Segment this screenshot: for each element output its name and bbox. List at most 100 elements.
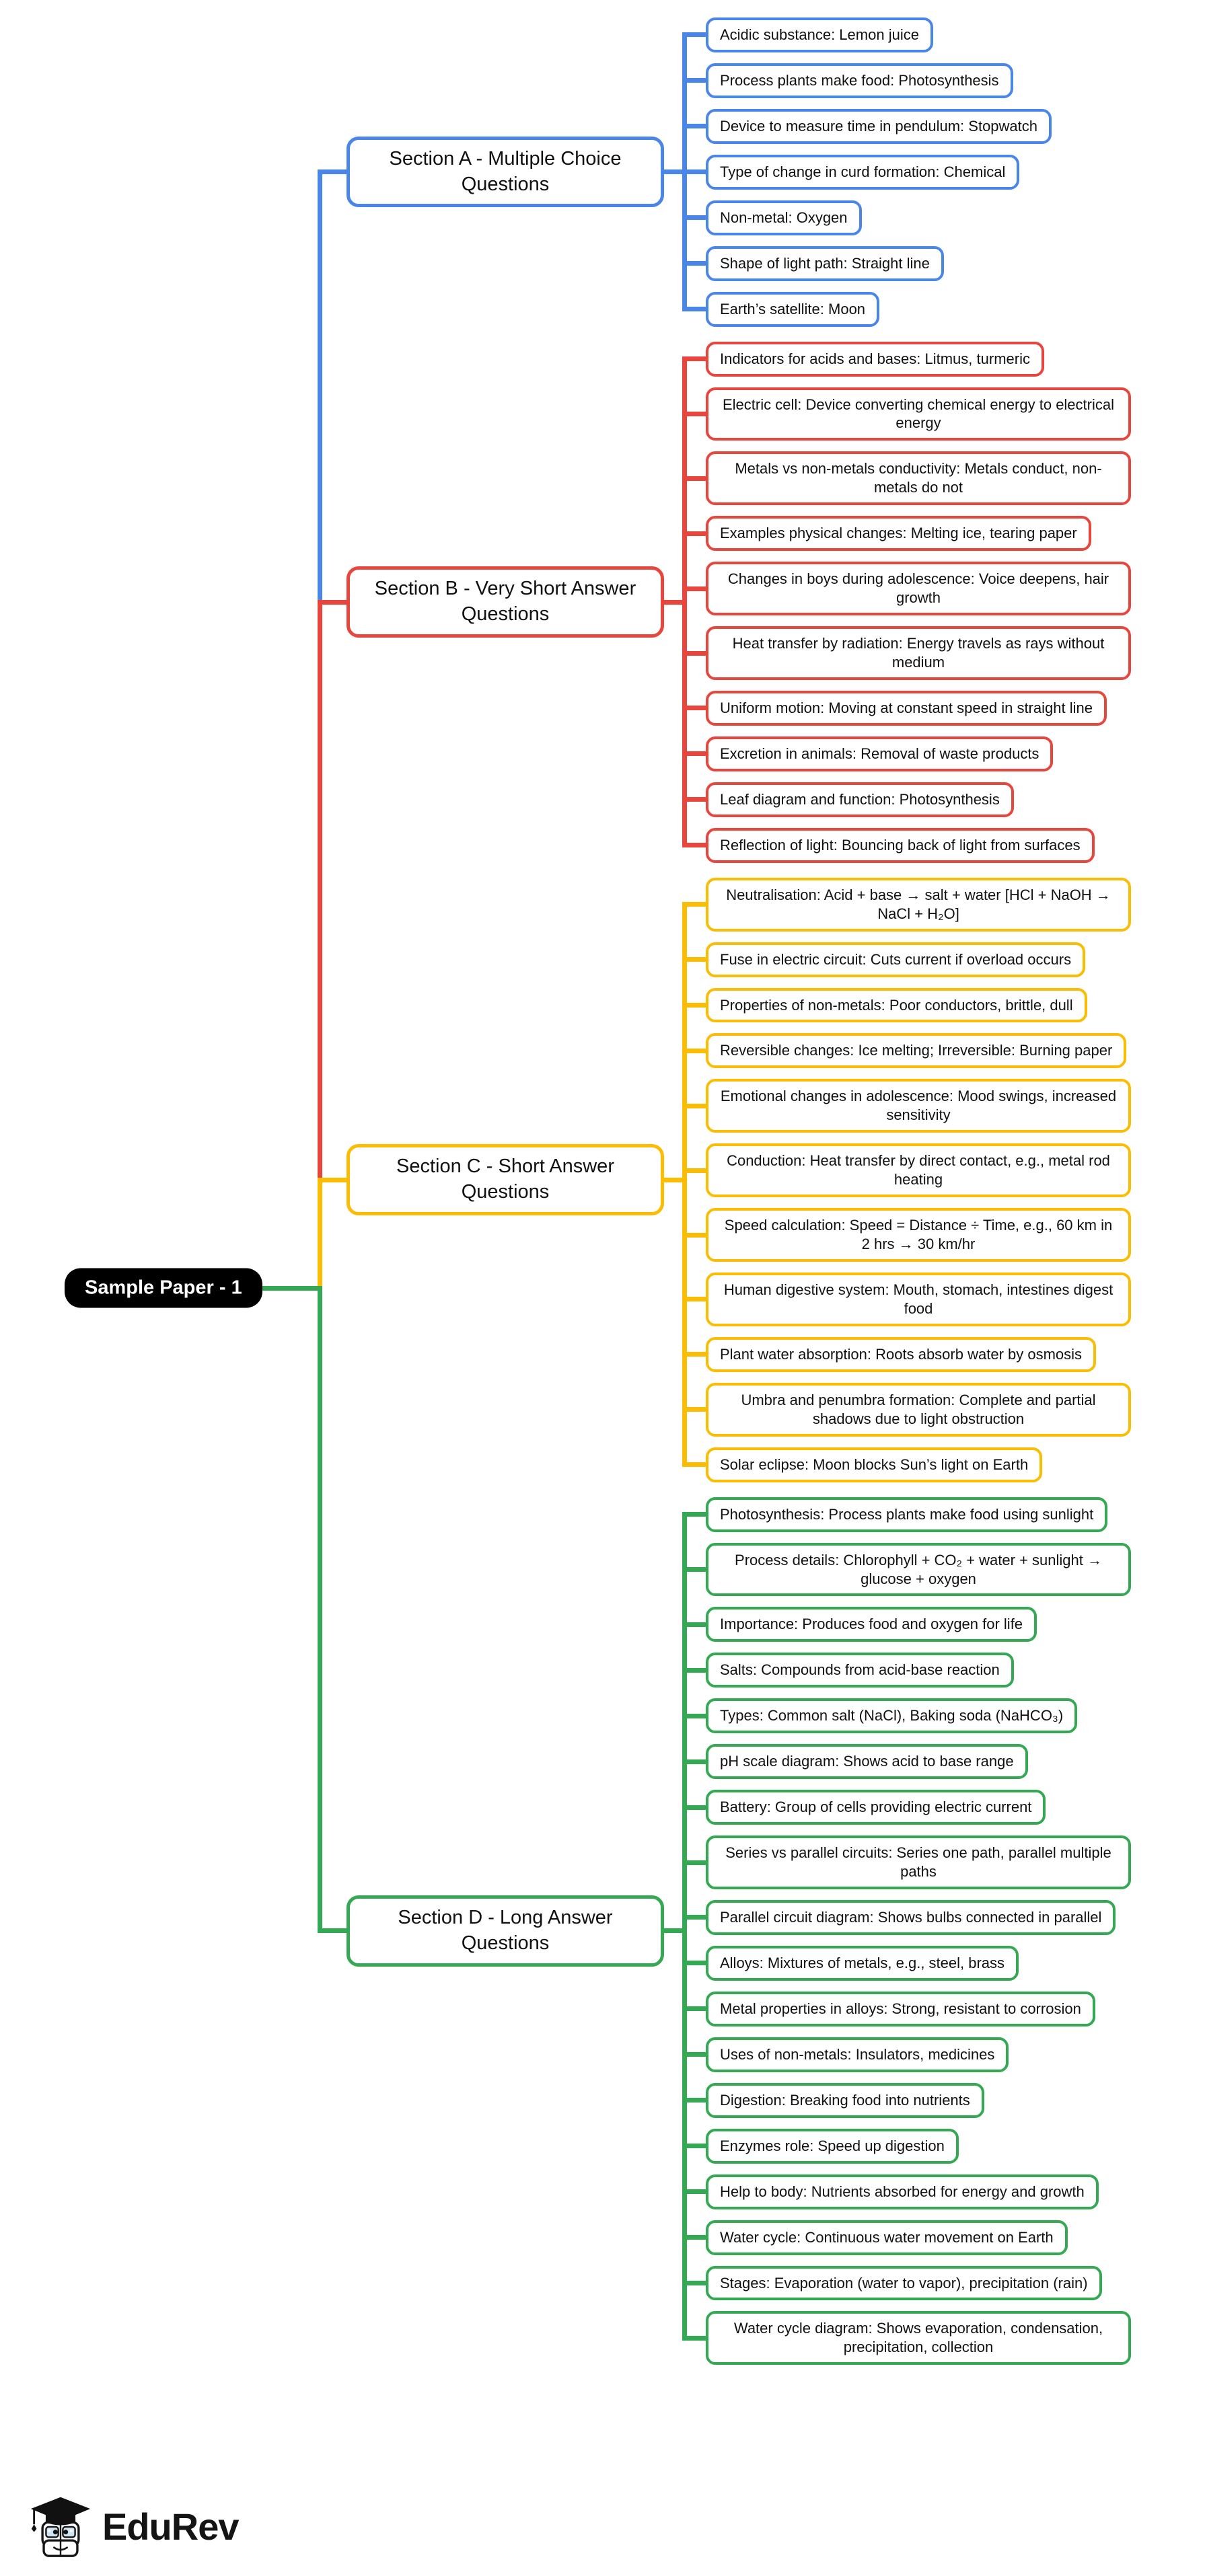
connector-line [684, 215, 706, 221]
leaf-node: Properties of non-metals: Poor conductor… [706, 987, 1087, 1023]
connector-line [684, 531, 706, 536]
leaf-node: Neutralisation: Acid + base → salt + wat… [706, 877, 1131, 932]
connector-line [684, 32, 706, 38]
leaf-node: Fuse in electric circuit: Cuts current i… [706, 942, 1086, 977]
connector-line [684, 1048, 706, 1053]
connector-line [682, 902, 687, 1468]
leaf-node: Reflection of light: Bouncing back of li… [706, 827, 1095, 863]
section-group-c: Section C - Short Answer Questions Neutr… [346, 877, 1131, 1482]
connector-line [320, 1928, 346, 1934]
connector-line [684, 1713, 706, 1718]
edurev-wordmark: EduRev [102, 2505, 239, 2548]
leaf-node: Importance: Produces food and oxygen for… [706, 1607, 1037, 1642]
connector-line [682, 1512, 687, 2341]
leaf-node: Water cycle diagram: Shows evaporation, … [706, 2311, 1131, 2365]
section-node-d: Section D - Long Answer Questions [346, 1895, 664, 1967]
leaf-node: Umbra and penumbra formation: Complete a… [706, 1382, 1131, 1437]
leaf-node: Device to measure time in pendulum: Stop… [706, 108, 1052, 144]
connector-line [684, 1407, 706, 1412]
section-b-leaves: Indicators for acids and bases: Litmus, … [706, 341, 1131, 863]
section-group-b: Section B - Very Short Answer Questions … [346, 341, 1131, 863]
connector-line [684, 2235, 706, 2240]
connector-line [684, 2144, 706, 2149]
leaf-node: Plant water absorption: Roots absorb wat… [706, 1336, 1097, 1372]
leaf-node: Conduction: Heat transfer by direct cont… [706, 1143, 1131, 1198]
leaf-node: Emotional changes in adolescence: Mood s… [706, 1079, 1131, 1133]
connector-line [259, 1285, 320, 1291]
connector-line [317, 1285, 322, 1934]
connector-line [684, 1352, 706, 1357]
section-group-d: Section D - Long Answer Questions Photos… [346, 1497, 1131, 2365]
section-node-b: Section B - Very Short Answer Questions [346, 566, 664, 638]
leaf-node: Electric cell: Device converting chemica… [706, 387, 1131, 441]
connector-line [684, 797, 706, 802]
leaf-node: Leaf diagram and function: Photosynthesi… [706, 782, 1014, 817]
connector-line [684, 1759, 706, 1764]
connector-line [684, 1512, 706, 1517]
leaf-node: Digestion: Breaking food into nutrients [706, 2082, 984, 2118]
leaf-node: Earth’s satellite: Moon [706, 291, 880, 327]
connector-line [684, 902, 706, 907]
leaf-node: Uses of non-metals: Insulators, medicine… [706, 2037, 1009, 2072]
leaf-node: Enzymes role: Speed up digestion [706, 2128, 959, 2164]
section-group-a: Section A - Multiple Choice Questions Ac… [346, 17, 1131, 327]
connector-line [684, 2006, 706, 2012]
leaf-node: Water cycle: Continuous water movement o… [706, 2220, 1068, 2255]
connector-line [684, 1667, 706, 1673]
leaf-node: Battery: Group of cells providing electr… [706, 1790, 1046, 1825]
connector-line [684, 78, 706, 83]
leaf-node: Types: Common salt (NaCl), Baking soda (… [706, 1698, 1078, 1734]
connector-line [684, 751, 706, 757]
leaf-node: Process details: Chlorophyll + CO₂ + wat… [706, 1542, 1131, 1597]
leaf-node: Solar eclipse: Moon blocks Sun’s light o… [706, 1447, 1043, 1482]
connector-line [684, 586, 706, 591]
leaf-node: Heat transfer by radiation: Energy trave… [706, 626, 1131, 680]
connector-line [317, 169, 322, 605]
connector-line [320, 599, 346, 605]
connector-line [684, 2280, 706, 2285]
leaf-node: Stages: Evaporation (water to vapor), pr… [706, 2265, 1102, 2301]
connector-line [684, 1297, 706, 1302]
leaf-node: Help to body: Nutrients absorbed for ene… [706, 2174, 1099, 2209]
leaf-node: pH scale diagram: Shows acid to base ran… [706, 1744, 1028, 1780]
leaf-node: Excretion in animals: Removal of waste p… [706, 736, 1054, 771]
connector-line [684, 476, 706, 481]
leaf-node: Human digestive system: Mouth, stomach, … [706, 1273, 1131, 1326]
leaf-node: Shape of light path: Straight line [706, 245, 944, 281]
connector-line [684, 261, 706, 266]
leaf-node: Series vs parallel circuits: Series one … [706, 1835, 1131, 1889]
edurev-mascot-icon [30, 2497, 91, 2557]
connector-line [664, 1928, 687, 1934]
leaf-node: Acidic substance: Lemon juice [706, 17, 933, 52]
connector-line [664, 1177, 687, 1182]
connector-line [684, 650, 706, 656]
leaf-node: Process plants make food: Photosynthesis [706, 63, 1013, 98]
connector-line [320, 169, 346, 175]
section-node-a: Section A - Multiple Choice Questions [346, 137, 664, 208]
leaf-node: Alloys: Mixtures of metals, e.g., steel,… [706, 1945, 1019, 1981]
connector-line [684, 1622, 706, 1627]
connector-line [684, 1103, 706, 1108]
connector-line [684, 1961, 706, 1966]
root-node: Sample Paper - 1 [65, 1268, 262, 1308]
connector-line [684, 2335, 706, 2341]
connector-line [684, 1860, 706, 1865]
connector-line [684, 1805, 706, 1810]
connector-line [684, 1915, 706, 1920]
connector-line [684, 2052, 706, 2057]
connector-line [684, 2098, 706, 2103]
connector-line [320, 1177, 346, 1182]
connector-line [684, 307, 706, 312]
leaf-node: Uniform motion: Moving at constant speed… [706, 690, 1107, 726]
section-d-leaves: Photosynthesis: Process plants make food… [706, 1497, 1131, 2365]
connector-line [684, 1232, 706, 1238]
leaf-node: Type of change in curd formation: Chemic… [706, 154, 1020, 190]
connector-line [664, 599, 687, 605]
edurev-logo: EduRev [28, 2494, 239, 2559]
leaf-node: Photosynthesis: Process plants make food… [706, 1497, 1108, 1532]
leaf-node: Salts: Compounds from acid-base reaction [706, 1653, 1014, 1688]
connector-line [684, 706, 706, 711]
